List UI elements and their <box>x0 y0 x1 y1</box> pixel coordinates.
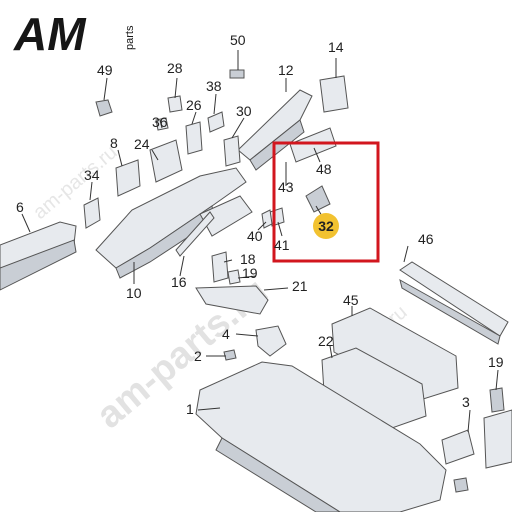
callout-49: 49 <box>97 62 113 78</box>
callout-1: 1 <box>186 401 194 417</box>
callout-6: 6 <box>16 199 24 215</box>
watermark-small-left: am-parts.ru <box>29 141 121 224</box>
callout-36: 36 <box>152 114 168 130</box>
callout-34: 34 <box>84 167 100 183</box>
logo-brand: AM <box>13 8 87 60</box>
badge-circle <box>313 213 339 239</box>
callout-46: 46 <box>418 231 434 247</box>
callout-24: 24 <box>134 136 150 152</box>
logo-sub: parts <box>124 25 136 50</box>
part-shapes <box>0 69 512 513</box>
callout-14: 14 <box>328 39 344 55</box>
callout-40: 40 <box>247 228 263 244</box>
callout-43: 43 <box>278 179 294 195</box>
callout-2: 2 <box>194 348 202 364</box>
leader-lines <box>21 50 499 433</box>
callout-16: 16 <box>171 274 187 290</box>
callouts: 50 14 49 28 12 38 36 26 30 24 8 48 34 43… <box>16 32 504 417</box>
callout-32: 32 <box>318 218 334 234</box>
am-parts-logo: AM parts <box>13 8 136 60</box>
callout-8: 8 <box>110 135 118 151</box>
highlight-frame <box>272 141 380 263</box>
callout-26: 26 <box>186 97 202 113</box>
callout-10: 10 <box>126 285 142 301</box>
callout-19: 19 <box>242 265 258 281</box>
callout-50: 50 <box>230 32 246 48</box>
callout-22: 22 <box>318 333 334 349</box>
callout-18: 18 <box>240 251 256 267</box>
callout-38: 38 <box>206 78 222 94</box>
callout-32-badge: 32 <box>313 213 339 239</box>
callout-48: 48 <box>316 161 332 177</box>
callout-30: 30 <box>236 103 252 119</box>
callout-45: 45 <box>343 292 359 308</box>
callout-41: 41 <box>274 237 290 253</box>
callout-28: 28 <box>167 60 183 76</box>
callout-21: 21 <box>292 278 308 294</box>
callout-19-right: 19 <box>488 354 504 370</box>
callout-3: 3 <box>462 394 470 410</box>
callout-4: 4 <box>222 326 230 342</box>
callout-12: 12 <box>278 62 294 78</box>
